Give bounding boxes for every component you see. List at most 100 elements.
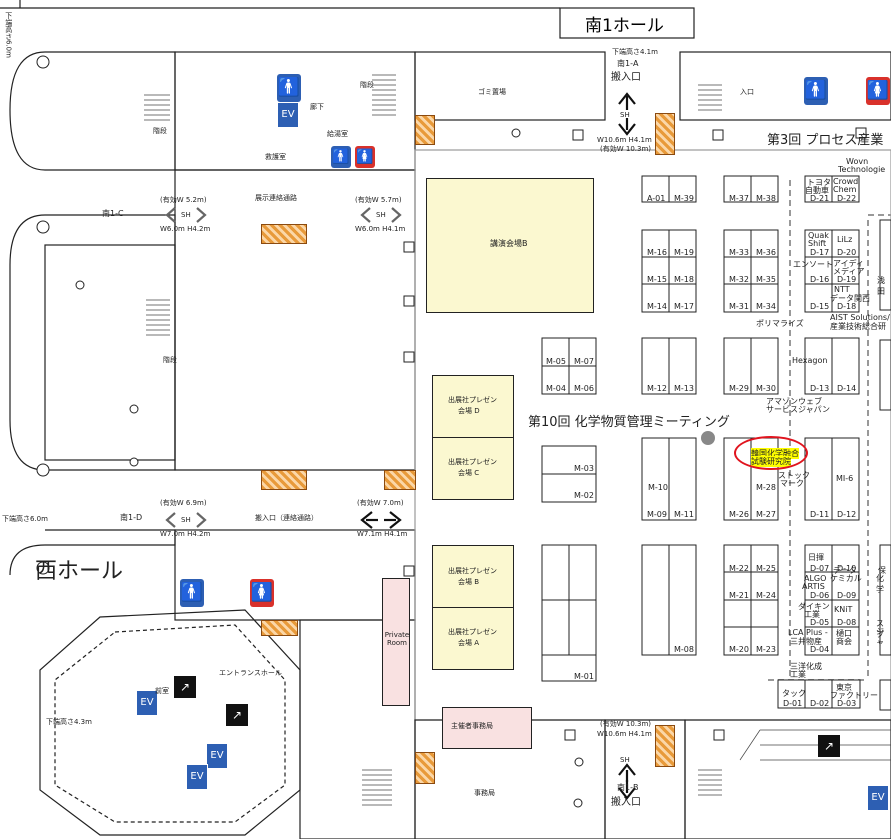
- booth-label: M-09: [647, 510, 667, 519]
- elevator-icon: EV: [277, 102, 299, 128]
- booth-label: M-27: [756, 510, 776, 519]
- exhibitor-name: ジャ: [876, 627, 884, 647]
- presentation-a-line2: 会場 A: [458, 639, 480, 647]
- lecture-room-b-label: 講演会場B: [490, 239, 528, 248]
- hall-west-label: 西ホール: [35, 559, 124, 584]
- elevator-icon: EV: [186, 764, 208, 790]
- height-note-low: 下端高さ4.3m: [46, 718, 92, 726]
- gate-d-left-effective: (有効W 6.9m): [160, 499, 207, 507]
- exhibitor-name: NTT: [834, 285, 850, 294]
- hallway-label: 廊下: [310, 103, 324, 111]
- booth-label: M-20: [729, 645, 749, 654]
- booth-label: M-29: [729, 384, 749, 393]
- presentation-d-line1: 出展社プレゼン: [448, 396, 497, 404]
- entry-label: 入口: [740, 88, 754, 96]
- booth-label: M-33: [729, 248, 749, 257]
- garbage-label: ゴミ置場: [478, 88, 506, 96]
- booth-label: M-16: [647, 248, 667, 257]
- hatch-area: [415, 752, 435, 784]
- exhibitor-name: Chem: [833, 185, 857, 194]
- gate-c-left-sh: SH: [181, 211, 191, 219]
- exhibitor-name: サービスジャパン: [766, 405, 830, 414]
- private-room-label: Private Room: [384, 631, 410, 647]
- booth-label: D-20: [837, 248, 857, 257]
- booth-label: M-12: [647, 384, 667, 393]
- exhibitor-name: ARTIS: [802, 582, 825, 591]
- restroom-female-icon: 🚺: [866, 77, 890, 105]
- exhibitor-name: ケミカル: [830, 574, 862, 583]
- exhibitor-name: 保: [878, 566, 886, 575]
- stairs-label: 階段: [153, 127, 167, 135]
- booth-label: M-28: [756, 483, 776, 492]
- booth-label: D-06: [810, 591, 830, 600]
- hall-south1c-label: 南1-C: [102, 209, 124, 218]
- private-room: [382, 578, 410, 706]
- exhibitor-name: メディア: [833, 267, 865, 276]
- exhibitor-name: 産業技術総合研: [830, 322, 886, 331]
- exhibitor-name: スプ: [876, 619, 884, 639]
- booth-label: D-12: [837, 510, 857, 519]
- hatch-area: [261, 470, 307, 490]
- exhibitor-name: ポリマライズ: [756, 319, 804, 328]
- exhibitor-name: KNiT: [834, 605, 853, 614]
- lecture-room-b: [426, 178, 594, 313]
- booth-label: A-01: [647, 194, 666, 203]
- exhibitor-name: 工業: [804, 610, 820, 619]
- highlight-circle: [734, 436, 808, 470]
- gate-c-right-sh: SH: [376, 211, 386, 219]
- exhibitor-name: ストック: [778, 471, 810, 480]
- booth-label: D-17: [810, 248, 830, 257]
- presentation-b-line1: 出展社プレゼン: [448, 567, 497, 575]
- booth-label: D-03: [837, 699, 857, 708]
- booth-label: M-22: [729, 564, 749, 573]
- booth-label: M-37: [729, 194, 749, 203]
- booth-label: M-31: [729, 302, 749, 311]
- booth-label: M-34: [756, 302, 776, 311]
- entrance-b-sh: SH: [620, 756, 630, 764]
- exhibitor-name: Quak: [808, 231, 829, 240]
- booth-label: M-07: [574, 357, 594, 366]
- exhibitor-name: MI-6: [836, 474, 854, 483]
- booth-label: M-24: [756, 591, 776, 600]
- presentation-c-line2: 会場 C: [458, 469, 480, 477]
- exhibitor-name: トヨタ: [807, 178, 831, 187]
- escalator-icon: ↗: [226, 704, 248, 726]
- booth-label: M-15: [647, 275, 667, 284]
- exhibitor-name: データ関西: [830, 294, 870, 303]
- elevator-icon: EV: [136, 690, 158, 716]
- presentation-b-line2: 会場 B: [458, 578, 480, 586]
- exhibitor-name: Hexagon: [792, 356, 828, 365]
- entrance-a-effective: (有効W 10.3m): [600, 145, 652, 153]
- booth-label: M-02: [574, 491, 594, 500]
- booth-label: D-13: [810, 384, 830, 393]
- restroom-female-icon: 🚺: [250, 579, 274, 607]
- booth-label: D-14: [837, 384, 857, 393]
- booth-label: M-38: [756, 194, 776, 203]
- booth-label: M-10: [648, 483, 668, 492]
- restroom-male-icon: 🚹: [331, 146, 351, 168]
- exhibitor-name: 三井物産: [790, 637, 822, 646]
- exhibitor-name: Technologie: [838, 165, 886, 174]
- exhibitor-name: 商会: [836, 637, 852, 646]
- exhibitor-name: ALGO: [804, 574, 827, 583]
- exhibitor-name: ダイキン: [798, 602, 830, 611]
- booth-label: D-18: [837, 302, 857, 311]
- exhibitor-name: 化学: [876, 574, 884, 594]
- height-note-mid: 下端高さ6.0m: [2, 515, 48, 523]
- exhibitor-name: アイディ: [833, 259, 865, 268]
- corridor-top-label: 展示連絡通路: [255, 194, 297, 202]
- hatch-area: [384, 470, 416, 490]
- booth-label: M-01: [574, 672, 594, 681]
- front-room-label: 前室: [155, 687, 169, 695]
- booth-label: D-10: [837, 564, 857, 573]
- exhibitor-name: 工業: [790, 670, 806, 679]
- exhibitor-name: 自動車: [805, 186, 829, 195]
- booth-label: M-17: [674, 302, 694, 311]
- exhibitor-name: ファクトリー: [830, 691, 878, 700]
- booth-label: D-07: [810, 564, 830, 573]
- booth-label: M-39: [674, 194, 694, 203]
- exhibitor-name: アマゾンウェブ: [766, 397, 822, 406]
- presentation-divider: [432, 607, 514, 608]
